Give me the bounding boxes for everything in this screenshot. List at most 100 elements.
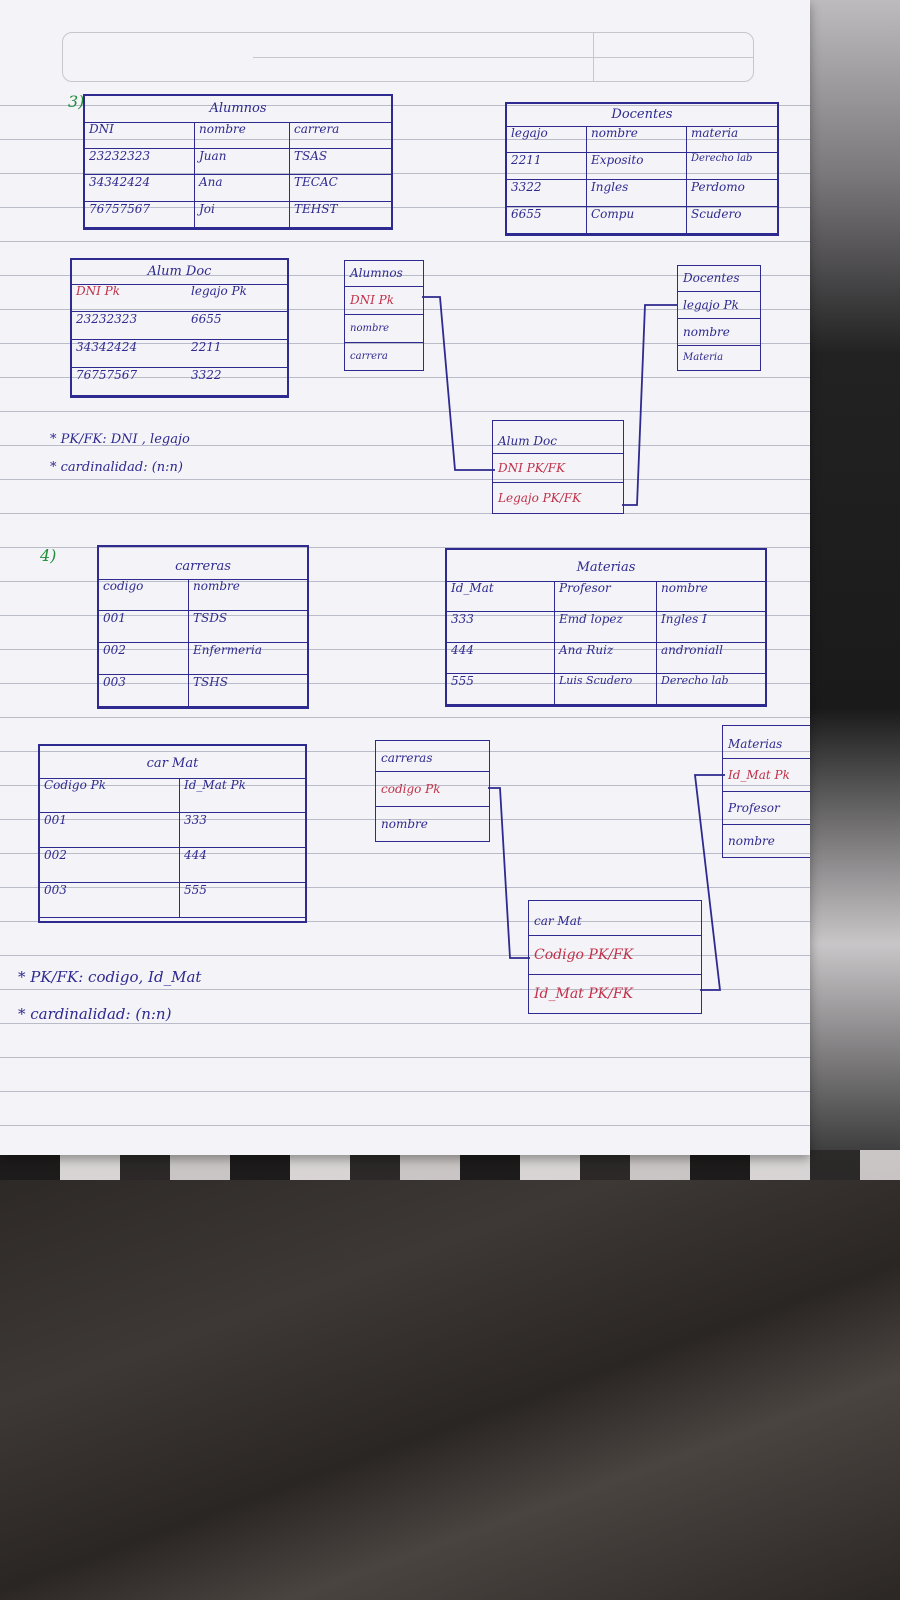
table-cell: 34342424 <box>85 175 195 202</box>
table-cell: 002 <box>99 643 189 675</box>
ruled-line <box>0 105 810 106</box>
table-cell: 6655 <box>187 312 287 340</box>
table-cell: 444 <box>180 848 305 883</box>
page-header-box <box>62 32 754 82</box>
header-cell: DNI Pk <box>72 284 187 312</box>
note-pk-fk: * PK/FK: DNI , legajo <box>50 432 190 447</box>
table-cell: TSAS <box>290 149 391 175</box>
ruled-line <box>0 751 810 752</box>
entity-title: Materias <box>723 726 810 759</box>
ruled-line <box>0 207 810 208</box>
header-cell: Id_Mat <box>447 581 555 612</box>
entity-carreras: carreras codigo Pk nombre <box>375 740 490 842</box>
ruled-line <box>0 649 810 650</box>
table-cell: Ana Ruiz <box>555 643 657 674</box>
alumnos-table: Alumnos DNI nombre carrera 23232323 Juan… <box>83 94 393 230</box>
ruled-line <box>0 1091 810 1092</box>
table-cell: TSHS <box>189 675 307 707</box>
header-cell: nombre <box>587 126 687 153</box>
table-cell: 555 <box>180 883 305 918</box>
entity-field: DNI Pk <box>345 287 423 315</box>
table-title: Alumnos <box>85 96 391 123</box>
table-cell: Joi <box>195 201 290 228</box>
entity-carmat: car Mat Codigo PK/FK Id_Mat PK/FK <box>528 900 702 1014</box>
ruled-line <box>0 343 810 344</box>
table-cell: 444 <box>447 643 555 674</box>
table-cell: 6655 <box>507 207 587 234</box>
alumdoc-table: Alum Doc DNI Pk legajo Pk 23232323 6655 … <box>70 258 289 398</box>
header-cell: carrera <box>290 122 391 149</box>
ruled-line <box>0 717 810 718</box>
table-cell: 001 <box>99 611 189 643</box>
section-3-number: 3) <box>68 92 85 111</box>
entity-field: Codigo PK/FK <box>529 936 701 975</box>
header-cell: Codigo Pk <box>40 778 180 813</box>
table-cell: TSDS <box>189 611 307 643</box>
ruled-line <box>0 615 810 616</box>
table-cell: Enfermeria <box>189 643 307 675</box>
table-cell: 3322 <box>187 368 287 396</box>
ruled-line <box>0 1023 810 1024</box>
table-cell: Compu <box>587 207 687 234</box>
header-cell: materia <box>687 126 777 153</box>
section-4-number: 4) <box>40 546 57 565</box>
table-title: carreras <box>99 547 307 580</box>
table-cell: TEHST <box>290 202 391 228</box>
entity-field: Id_Mat Pk <box>723 759 810 792</box>
ruled-line <box>0 173 810 174</box>
ruled-line <box>0 241 810 242</box>
table-cell: Derecho lab <box>657 674 765 705</box>
table-cell: 76757567 <box>85 201 195 228</box>
entity-field: nombre <box>345 315 423 343</box>
entity-materias: Materias Id_Mat Pk Profesor nombre <box>722 725 810 858</box>
table-cell: Ingles <box>587 180 687 207</box>
ruled-line <box>0 445 810 446</box>
table-cell: Luis Scudero <box>555 674 657 705</box>
table-cell: 76757567 <box>72 368 187 396</box>
entity-field: nombre <box>381 817 428 831</box>
table-title: car Mat <box>40 746 305 779</box>
table-cell: 003 <box>40 883 180 918</box>
header-cell: nombre <box>195 122 290 149</box>
ruled-line <box>0 683 810 684</box>
ruled-line <box>0 275 810 276</box>
entity-field: nombre <box>678 319 760 346</box>
header-cell: legajo <box>507 126 587 153</box>
entity-field: codigo Pk <box>376 772 489 807</box>
table-cell: Derecho lab <box>687 153 777 180</box>
table-cell: Exposito <box>587 153 687 180</box>
ruled-line <box>0 853 810 854</box>
entity-alumnos: Alumnos DNI Pk nombre carrera <box>344 260 424 371</box>
relationship-lines <box>422 296 725 991</box>
table-cell: 555 <box>447 674 555 705</box>
ruled-line <box>0 581 810 582</box>
entity-field: legajo Pk <box>678 292 760 319</box>
table-cell: 34342424 <box>72 340 187 368</box>
entity-field: Legajo PK/FK <box>498 491 582 505</box>
entity-title: Alum Doc <box>493 421 623 454</box>
ruled-line <box>0 887 810 888</box>
table-cell: 2211 <box>507 153 587 180</box>
ruled-line <box>0 309 810 310</box>
background-bottom <box>0 1180 900 1600</box>
ruled-line <box>0 411 810 412</box>
ruled-line <box>0 139 810 140</box>
entity-title: car Mat <box>529 901 701 936</box>
table-cell: 2211 <box>187 340 287 368</box>
entity-docentes: Docentes legajo Pk nombre Materia <box>677 265 761 371</box>
note-cardinality-4: * cardinalidad: (n:n) <box>18 1005 172 1023</box>
entity-field: nombre <box>728 834 775 848</box>
entity-field: Materia <box>683 352 724 363</box>
note-cardinality: * cardinalidad: (n:n) <box>50 460 183 475</box>
entity-title: Alumnos <box>345 261 423 287</box>
table-cell: Scudero <box>687 207 777 234</box>
ruled-line <box>0 955 810 956</box>
note-pk-fk-4: * PK/FK: codigo, Id_Mat <box>18 968 202 986</box>
docentes-table: Docentes legajo nombre materia 2211 Expo… <box>505 102 779 236</box>
ruled-line <box>0 1057 810 1058</box>
entity-field: carrera <box>350 351 388 362</box>
carreras-table: carreras codigo nombre 001 TSDS 002 Enfe… <box>97 545 309 709</box>
background-right <box>800 0 900 1180</box>
ruled-line <box>0 513 810 514</box>
table-cell: 3322 <box>507 180 587 207</box>
